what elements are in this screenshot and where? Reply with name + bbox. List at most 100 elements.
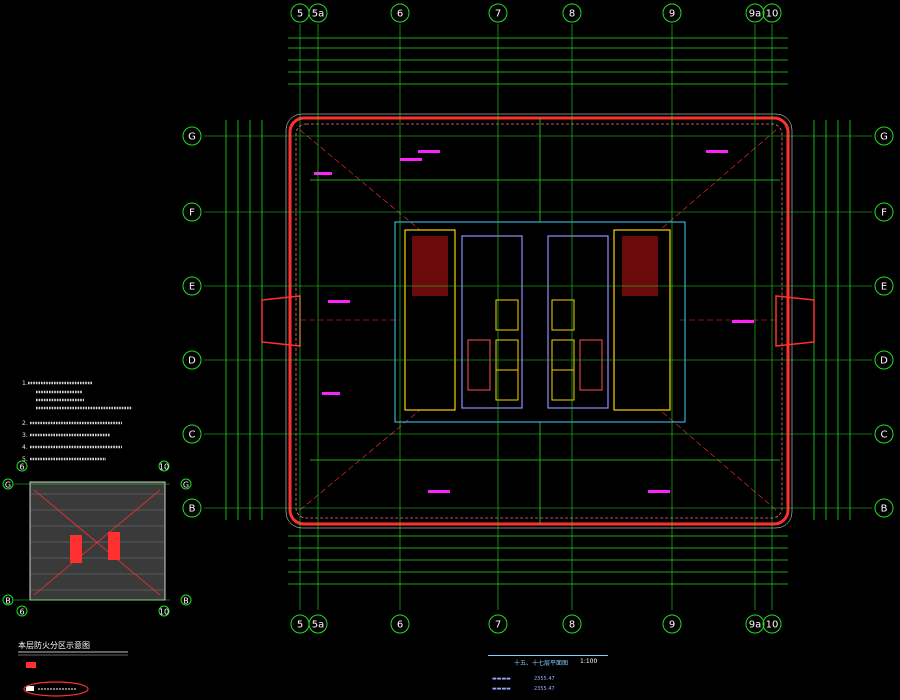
duct-runs	[310, 118, 780, 524]
grid-bubble-top-10: 10	[762, 3, 782, 23]
core-walls	[394, 221, 686, 423]
svg-text:B: B	[881, 504, 888, 515]
keyplan-row-b-left: B	[2, 594, 14, 606]
grid-bubble-bottom-9: 9	[662, 614, 682, 634]
drawing-title: 十五、十七层平面图	[514, 660, 569, 667]
partition-lines	[299, 129, 777, 511]
grid-bubble-bottom-10: 10	[762, 614, 782, 634]
svg-text:7: 7	[495, 9, 501, 20]
svg-text:G: G	[188, 132, 196, 143]
note-line-1: 1.	[22, 380, 28, 387]
grid-bubble-right-F: F	[874, 202, 894, 222]
column-grid: 5 5 5a 5a 6 6 7 7 8 8 9 9 9a 9a 10 10	[290, 3, 782, 634]
drawing-scale: 1:100	[580, 658, 598, 665]
key-plan	[14, 481, 170, 601]
grid-bubble-bottom-5: 5	[290, 614, 310, 634]
grid-bubble-left-F: F	[182, 202, 202, 222]
area-label-2: ▬▬▬▬	[492, 686, 511, 692]
row-grid: G G F F E E D D C C B B	[182, 126, 894, 518]
svg-text:G: G	[183, 481, 189, 490]
legend-title: 本层防火分区示意图	[18, 641, 90, 650]
svg-text:10: 10	[159, 463, 169, 472]
svg-text:5: 5	[297, 9, 303, 20]
grid-bubble-right-B: B	[874, 498, 894, 518]
keyplan-col-left-bottom: 6	[16, 605, 28, 617]
svg-text:10: 10	[766, 620, 779, 631]
svg-text:F: F	[881, 208, 887, 219]
svg-text:G: G	[880, 132, 888, 143]
svg-text:C: C	[189, 430, 196, 441]
svg-text:9: 9	[669, 9, 675, 20]
note-line-3: 3.	[22, 432, 28, 439]
note-text-strokes	[28, 381, 132, 461]
note-line-5: 5.	[22, 456, 28, 463]
svg-text:B: B	[189, 504, 196, 515]
svg-text:6: 6	[19, 463, 24, 472]
svg-text:10: 10	[766, 9, 779, 20]
svg-text:5a: 5a	[312, 9, 325, 20]
keyplan-row-g-right: G	[180, 478, 192, 490]
svg-text:D: D	[880, 356, 888, 367]
svg-text:C: C	[881, 430, 888, 441]
grid-bubble-left-B: B	[182, 498, 202, 518]
grid-bubble-top-7: 7	[488, 3, 508, 23]
svg-text:6: 6	[397, 620, 403, 631]
keyplan-col-right-top: 10	[158, 460, 170, 472]
grid-bubble-top-8: 8	[562, 3, 582, 23]
title-block: 十五、十七层平面图 1:100 ▬▬▬▬ 2355.47 ▬▬▬▬ 2355.4…	[488, 655, 608, 700]
note-line-2: 2.	[22, 420, 28, 427]
grid-bubble-bottom-9a: 9a	[745, 614, 765, 634]
note-line-4: 4.	[22, 444, 28, 451]
svg-text:9a: 9a	[749, 620, 762, 631]
area-value-2: 2355.47	[534, 686, 555, 692]
grid-bubble-right-G: G	[874, 126, 894, 146]
grid-bubble-right-C: C	[874, 424, 894, 444]
svg-text:F: F	[189, 208, 195, 219]
side-bays	[261, 295, 815, 347]
grid-bubble-top-6: 6	[390, 3, 410, 23]
svg-text:6: 6	[19, 608, 24, 617]
grid-bubble-top-5a: 5a	[308, 3, 328, 23]
legend: 本层防火分区示意图	[18, 640, 130, 651]
keyplan-row-g-left: G	[2, 478, 14, 490]
grid-bubble-right-E: E	[874, 276, 894, 296]
grid-bubble-bottom-6: 6	[390, 614, 410, 634]
grid-bubble-bottom-5a: 5a	[308, 614, 328, 634]
grid-bubble-top-9a: 9a	[745, 3, 765, 23]
grid-bubble-left-C: C	[182, 424, 202, 444]
svg-text:9a: 9a	[749, 9, 762, 20]
svg-text:5: 5	[297, 620, 303, 631]
keyplan-col-right-bottom: 10	[158, 605, 170, 617]
svg-text:5a: 5a	[312, 620, 325, 631]
svg-text:D: D	[188, 356, 196, 367]
svg-text:9: 9	[669, 620, 675, 631]
grid-bubble-right-D: D	[874, 350, 894, 370]
keyplan-row-b-right: B	[180, 594, 192, 606]
general-notes: 1. 2. 3. 4. 5.	[22, 380, 162, 463]
grid-bubble-top-5: 5	[290, 3, 310, 23]
grid-bubble-left-E: E	[182, 276, 202, 296]
keyplan-col-left-top: 6	[16, 460, 28, 472]
svg-text:7: 7	[495, 620, 501, 631]
grid-bubble-bottom-8: 8	[562, 614, 582, 634]
svg-text:8: 8	[569, 620, 575, 631]
svg-text:8: 8	[569, 9, 575, 20]
grid-bubble-top-9: 9	[662, 3, 682, 23]
svg-text:6: 6	[397, 9, 403, 20]
area-value-1: 2355.47	[534, 676, 555, 682]
svg-text:E: E	[189, 282, 195, 293]
svg-text:B: B	[5, 597, 11, 606]
outer-dimension-lines	[225, 37, 851, 585]
grid-bubble-left-G: G	[182, 126, 202, 146]
svg-text:E: E	[881, 282, 887, 293]
svg-text:10: 10	[159, 608, 169, 617]
floor-slab-outline	[285, 113, 793, 529]
svg-text:G: G	[5, 481, 11, 490]
area-label-1: ▬▬▬▬	[492, 676, 511, 682]
legend-bar	[18, 651, 128, 697]
grid-bubble-left-D: D	[182, 350, 202, 370]
grid-bubble-bottom-7: 7	[488, 614, 508, 634]
annotation-tags	[314, 150, 754, 493]
